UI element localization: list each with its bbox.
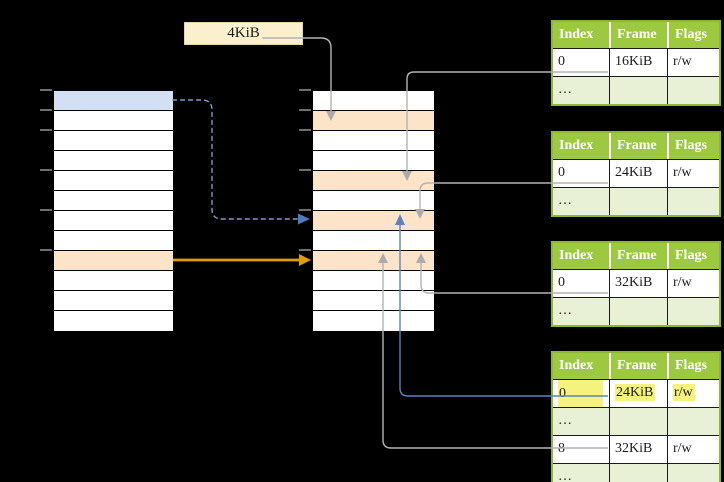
table-row-ellipsis: … <box>553 187 719 215</box>
cell-index: … <box>558 469 572 482</box>
mid-row <box>313 91 434 111</box>
mid-row <box>313 271 434 291</box>
left-row <box>54 151 173 171</box>
table-row-ellipsis: … <box>553 297 719 325</box>
table-row-ellipsis: … <box>553 407 719 435</box>
cell-flags <box>667 464 719 482</box>
cell-flags: r/w <box>667 49 719 76</box>
table-row: 0 32KiB r/w <box>553 269 719 297</box>
header-frame: Frame <box>609 353 667 379</box>
table-row-ellipsis: … <box>553 76 719 104</box>
table-header-row: Index Frame Flags <box>553 133 719 159</box>
cell-frame <box>609 77 667 104</box>
left-page-column <box>53 90 174 332</box>
left-row <box>54 271 173 291</box>
table-row: 8 32KiB r/w <box>553 435 719 463</box>
left-row <box>54 191 173 211</box>
cell-frame <box>609 188 667 215</box>
left-row <box>54 171 173 191</box>
cell-frame: 24KiB <box>609 380 667 407</box>
cell-flags <box>667 298 719 325</box>
highlight-mark: 24KiB <box>615 384 656 401</box>
cell-index: … <box>558 303 572 318</box>
cell-flags: r/w <box>667 436 719 463</box>
page-table-4: Index Frame Flags 0 24KiB r/w … 8 32KiB … <box>551 351 721 482</box>
cell-frame <box>609 298 667 325</box>
cell-flags: r/w <box>667 160 719 187</box>
cell-flags <box>667 408 719 435</box>
page-table-2: Index Frame Flags 0 24KiB r/w … <box>551 131 721 217</box>
mid-row-frame-orange <box>313 111 434 131</box>
header-frame: Frame <box>609 243 667 269</box>
cell-flags: r/w <box>667 270 719 297</box>
left-row <box>54 211 173 231</box>
left-row <box>54 291 173 311</box>
cell-index: … <box>558 82 572 97</box>
header-flags: Flags <box>667 243 719 269</box>
cell-frame <box>609 408 667 435</box>
page-table-3: Index Frame Flags 0 32KiB r/w … <box>551 241 721 327</box>
dashed-arrow-bluepage-to-frame <box>172 99 298 220</box>
mid-row <box>313 191 434 211</box>
cell-frame: 24KiB <box>609 160 667 187</box>
middle-frame-column <box>312 90 435 332</box>
table-row-ellipsis: … <box>553 463 719 482</box>
left-row-selected-orange <box>54 251 173 271</box>
left-row-selected-blue <box>54 91 173 111</box>
header-frame: Frame <box>609 133 667 159</box>
page-size-label: 4KiB <box>184 22 303 45</box>
table-row: 0 24KiB r/w <box>553 159 719 187</box>
mid-row <box>313 291 434 311</box>
cell-flags <box>667 188 719 215</box>
mid-row <box>313 151 434 171</box>
header-frame: Frame <box>609 22 667 48</box>
cell-frame: 32KiB <box>609 436 667 463</box>
arrow-right-icon <box>298 213 310 225</box>
mid-row-frame-orange <box>313 211 434 231</box>
table-header-row: Index Frame Flags <box>553 22 719 48</box>
mid-row <box>313 131 434 151</box>
header-index: Index <box>559 248 594 263</box>
cell-index: 0 <box>553 380 609 407</box>
mid-row <box>313 231 434 251</box>
table-row-highlighted: 0 24KiB r/w <box>553 379 719 407</box>
highlight-mark: r/w <box>673 384 695 401</box>
cell-frame <box>609 464 667 482</box>
cell-index: 0 <box>558 275 565 290</box>
left-row <box>54 131 173 151</box>
table-row: 0 16KiB r/w <box>553 48 719 76</box>
cell-index: … <box>558 413 572 428</box>
left-row <box>54 111 173 131</box>
cell-frame: 32KiB <box>609 270 667 297</box>
header-index: Index <box>559 138 594 153</box>
header-flags: Flags <box>667 22 719 48</box>
table-header-row: Index Frame Flags <box>553 243 719 269</box>
header-index: Index <box>559 358 594 373</box>
page-table-1: Index Frame Flags 0 16KiB r/w … <box>551 20 721 106</box>
cell-flags <box>667 77 719 104</box>
cell-index: 8 <box>558 441 565 456</box>
mid-row-frame-orange <box>313 251 434 271</box>
cell-index: … <box>558 193 572 208</box>
header-index: Index <box>559 27 594 42</box>
highlight-mark: 0 <box>558 380 603 407</box>
mid-row-frame-orange <box>313 171 434 191</box>
left-row <box>54 231 173 251</box>
cell-flags: r/w <box>667 380 719 407</box>
mid-row <box>313 311 434 331</box>
arrow-right-icon <box>299 254 311 266</box>
header-flags: Flags <box>667 133 719 159</box>
cell-frame: 16KiB <box>609 49 667 76</box>
left-row <box>54 311 173 331</box>
cell-index: 0 <box>558 165 565 180</box>
table-header-row: Index Frame Flags <box>553 353 719 379</box>
header-flags: Flags <box>667 353 719 379</box>
cell-index: 0 <box>558 54 565 69</box>
